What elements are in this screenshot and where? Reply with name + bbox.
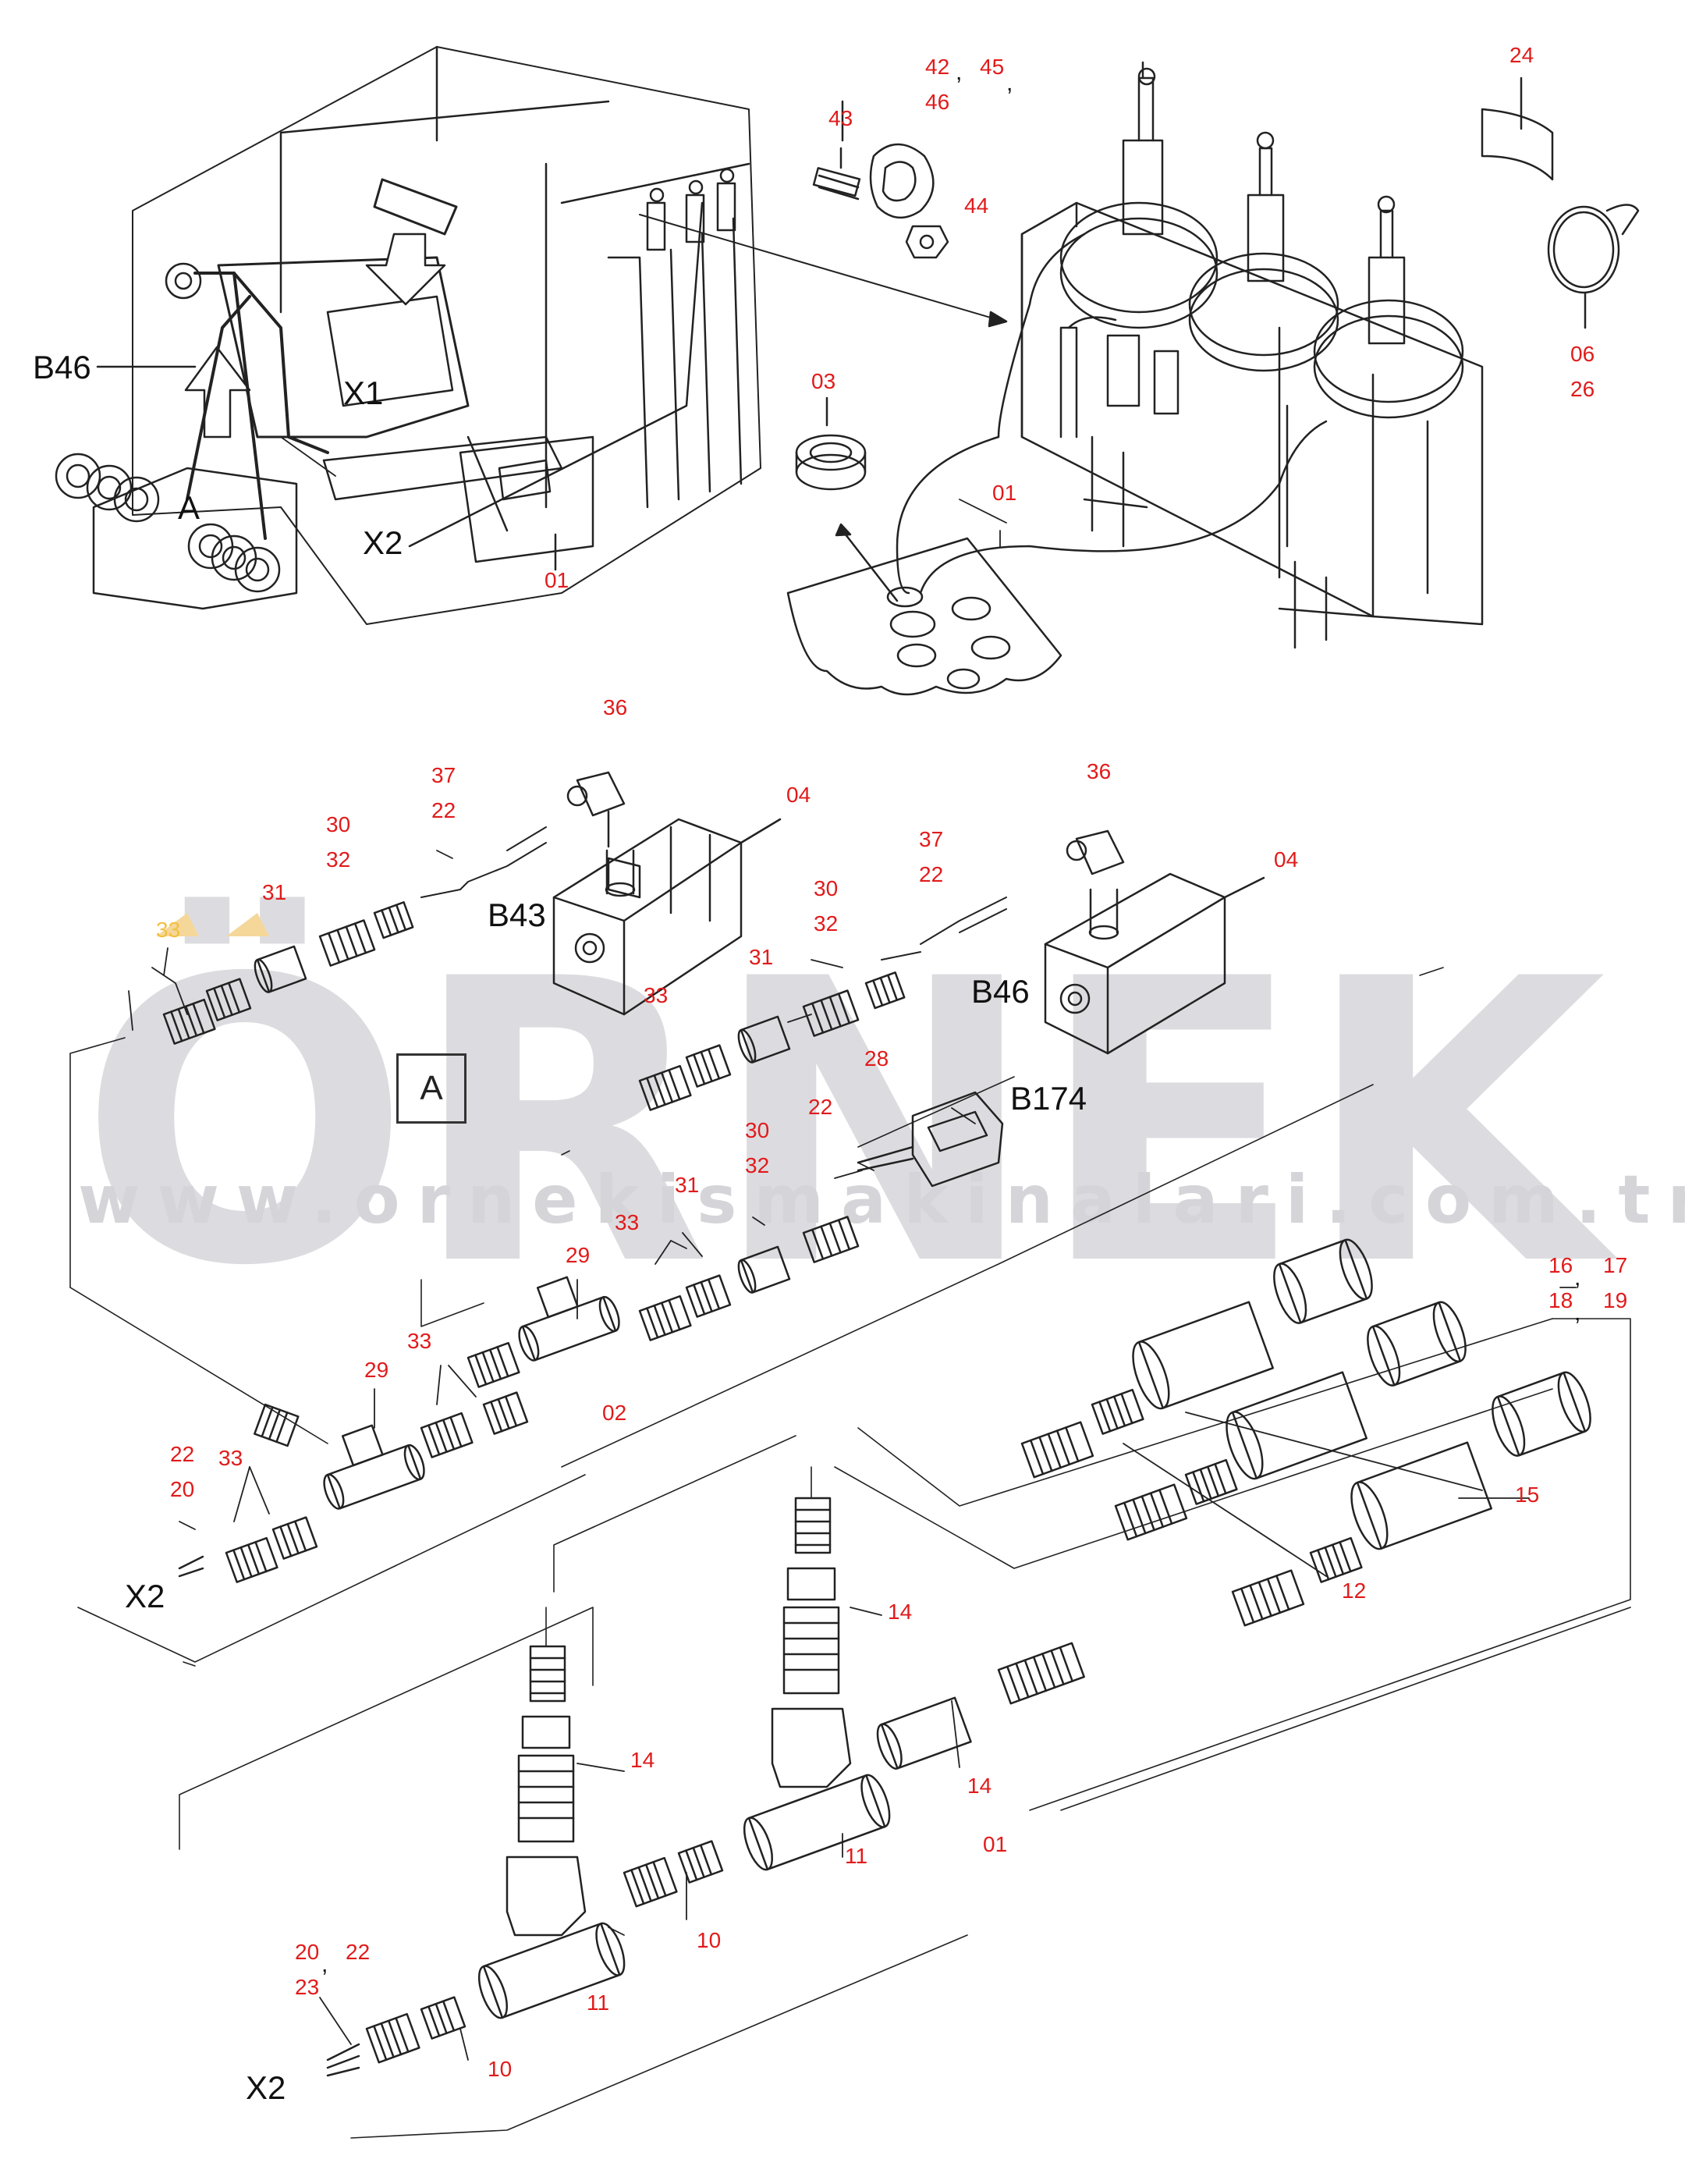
- part-label: 24: [1509, 43, 1534, 67]
- sensor-assemblies: [420, 771, 1265, 1188]
- part-label: 11: [587, 1990, 610, 2015]
- part-label: 18: [1548, 1288, 1573, 1312]
- part-label: 04: [786, 783, 811, 807]
- tag-x2-mid: X2: [125, 1578, 165, 1614]
- part-label: 26: [1570, 377, 1595, 401]
- tag-b43: B43: [488, 897, 546, 933]
- part-label: 22: [346, 1940, 371, 1964]
- part-label: 02: [602, 1401, 627, 1425]
- separator-comma: ,: [1574, 1300, 1581, 1326]
- separator-comma: ,: [956, 59, 963, 85]
- tag-x2-top: X2: [363, 524, 403, 561]
- separator-comma: ,: [1006, 70, 1013, 96]
- tag-a-top: A: [178, 489, 200, 526]
- part-label: 03: [811, 369, 836, 393]
- part-label: 14: [630, 1748, 655, 1772]
- part-label: 43: [828, 106, 853, 130]
- part-label: 33: [615, 1210, 640, 1234]
- hydraulic-unit: [896, 61, 1484, 649]
- part-label: 29: [364, 1358, 389, 1382]
- part-label: 17: [1603, 1253, 1628, 1277]
- cable-gland-parts: [812, 100, 949, 259]
- part-label: 16: [1548, 1253, 1573, 1277]
- part-label: 31: [749, 945, 774, 969]
- part-label: 33: [156, 918, 181, 942]
- part-label: 30: [326, 812, 351, 836]
- tube-fittings: [162, 901, 906, 1583]
- part-label: 36: [603, 695, 628, 719]
- part-label: 23: [295, 1975, 320, 1999]
- part-label: 01: [992, 481, 1017, 505]
- part-label: 10: [488, 2057, 513, 2081]
- part-label: 32: [814, 911, 839, 936]
- part-label: 36: [1087, 759, 1112, 783]
- part-label: 31: [262, 880, 287, 904]
- part-label: 37: [431, 763, 456, 787]
- tag-b46-top: B46: [33, 349, 91, 385]
- part-label: 01: [545, 568, 569, 592]
- part-label: 04: [1274, 847, 1299, 872]
- part-label: 15: [1515, 1483, 1540, 1507]
- part-label: 30: [745, 1118, 770, 1142]
- part-label: 20: [170, 1477, 195, 1501]
- tag-b46-mid: B46: [971, 973, 1030, 1010]
- large-fittings: [876, 1238, 1591, 1770]
- part-label: 45: [980, 55, 1005, 79]
- part-label: 01: [983, 1832, 1008, 1856]
- tag-x1: X1: [343, 375, 384, 411]
- separator-comma: ,: [1574, 1265, 1581, 1291]
- bottom-tee-assemblies: [326, 1497, 891, 2077]
- part-label: 46: [925, 90, 950, 114]
- part-label: 37: [919, 827, 944, 851]
- part-label: 33: [218, 1446, 243, 1470]
- part-label: 22: [431, 798, 456, 822]
- part-label: 20: [295, 1940, 320, 1964]
- part-label: 33: [407, 1329, 432, 1353]
- part-label: 10: [697, 1928, 722, 1952]
- strap-and-sheet: [1481, 76, 1640, 329]
- guide-lines: [69, 967, 1631, 2139]
- part-label: 19: [1603, 1288, 1628, 1312]
- machine-body: [55, 45, 1008, 625]
- part-label: 22: [919, 862, 944, 886]
- part-label: 44: [964, 194, 989, 218]
- part-label: 31: [675, 1173, 700, 1197]
- tag-x2-bottom: X2: [246, 2069, 286, 2106]
- part-label: 12: [1342, 1579, 1367, 1603]
- floor-plate: [786, 396, 1062, 696]
- part-label: 28: [864, 1046, 889, 1071]
- part-label: 30: [814, 876, 839, 900]
- part-label: 22: [808, 1095, 833, 1119]
- part-label: 32: [745, 1153, 770, 1177]
- part-label: 33: [644, 983, 669, 1007]
- leader-lines: [128, 436, 1577, 2061]
- part-label: 32: [326, 847, 351, 872]
- detail-box-a: A: [396, 1053, 466, 1124]
- part-label: 06: [1570, 342, 1595, 366]
- part-label: 14: [967, 1774, 992, 1798]
- part-label: 11: [845, 1844, 868, 1868]
- separator-comma: ,: [321, 1951, 328, 1977]
- part-label: 42: [925, 55, 950, 79]
- part-label: 29: [566, 1243, 591, 1267]
- part-label: 22: [170, 1442, 195, 1466]
- tag-b174: B174: [1010, 1080, 1087, 1117]
- part-label: 14: [888, 1600, 913, 1624]
